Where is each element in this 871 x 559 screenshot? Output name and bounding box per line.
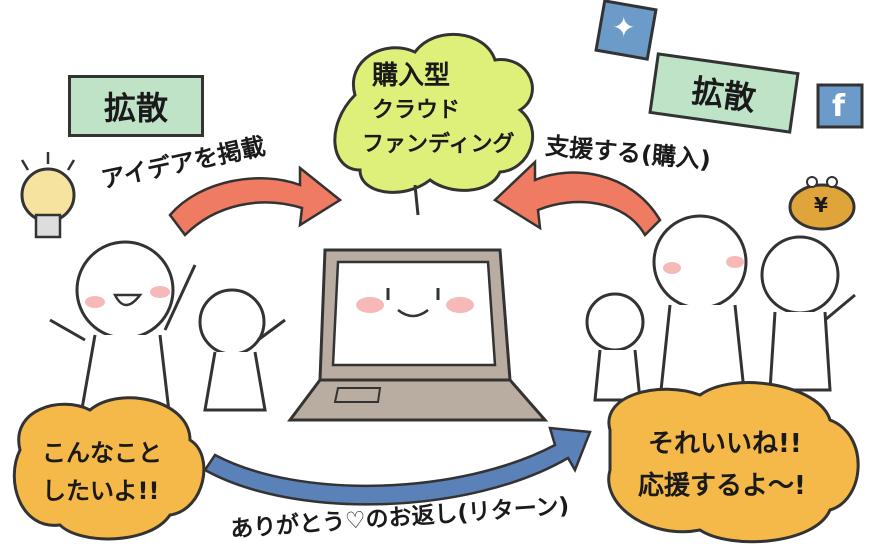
left-speech-bubble-shape: [12, 396, 206, 541]
bottom-blue-arrow: [203, 426, 592, 506]
cloud-line-1: 購入型: [372, 61, 451, 91]
right-bubble-line-1: それいいね!!: [648, 429, 802, 459]
left-bubble-line-1: こんなこと: [42, 439, 162, 467]
center-cloud: [333, 32, 535, 194]
facebook-box: [816, 83, 864, 129]
right-red-arrow: [492, 159, 662, 238]
right-people: [585, 214, 856, 402]
cloud-line-2: クラウド: [372, 98, 461, 123]
left-red-arrow: [168, 165, 343, 237]
wallet-yen-symbol: ¥: [814, 193, 828, 217]
wallet-icon: [788, 176, 856, 231]
facebook-icon: f: [832, 89, 846, 124]
left-people: [49, 240, 286, 422]
right-bubble-line-2: 応援するよ〜!: [638, 471, 806, 501]
twitter-box: [594, 0, 658, 61]
left-bubble-line-2: したいよ!!: [42, 477, 160, 505]
lightbulb-icon: [20, 152, 76, 239]
laptop: [287, 248, 549, 422]
cloud-line-3: ファンディング: [362, 132, 515, 157]
bird-icon: ✦: [612, 11, 636, 44]
right-speech-bubble-shape: [607, 381, 860, 544]
left-diffusion-tag: 拡散: [68, 75, 204, 137]
